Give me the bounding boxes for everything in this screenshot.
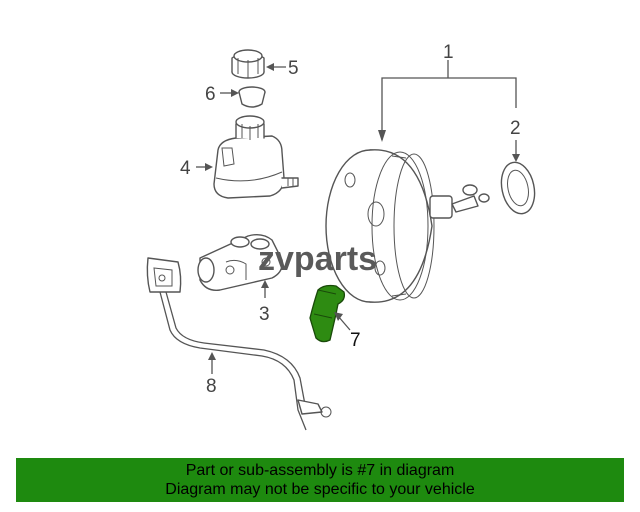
leader-5	[266, 63, 286, 71]
callout-3: 3	[259, 304, 270, 325]
reservoir-strainer	[238, 86, 266, 108]
svg-text:zvparts: zvparts	[258, 240, 377, 278]
callout-5: 5	[288, 58, 299, 79]
zvparts-logo: zvparts	[258, 240, 377, 278]
callout-1: 1	[443, 42, 454, 63]
leader-3	[261, 280, 269, 298]
callout-6: 6	[205, 84, 216, 105]
info-banner: Part or sub-assembly is #7 in diagram Di…	[16, 458, 624, 502]
vacuum-hose-bracket	[146, 257, 332, 431]
banner-line-part: Part or sub-assembly is #7 in diagram	[185, 462, 455, 479]
leader-6	[220, 89, 239, 97]
leader-4	[196, 163, 213, 171]
parts-diagram: zvparts 1 2 3 4 5 6 7 8	[146, 42, 536, 431]
leader-2	[512, 140, 520, 162]
leader-7	[334, 312, 351, 331]
reservoir-cap	[231, 49, 265, 79]
leader-1	[378, 60, 517, 142]
callout-7: 7	[350, 330, 361, 351]
brake-booster	[325, 149, 490, 303]
banner-line-disclaimer: Diagram may not be specific to your vehi…	[165, 481, 475, 498]
callout-2: 2	[510, 118, 521, 139]
leader-8	[208, 352, 216, 374]
brake-fluid-reservoir	[213, 115, 299, 199]
master-cylinder	[197, 233, 283, 291]
callout-8: 8	[206, 376, 217, 397]
booster-gasket	[500, 161, 536, 215]
callout-4: 4	[180, 158, 191, 179]
